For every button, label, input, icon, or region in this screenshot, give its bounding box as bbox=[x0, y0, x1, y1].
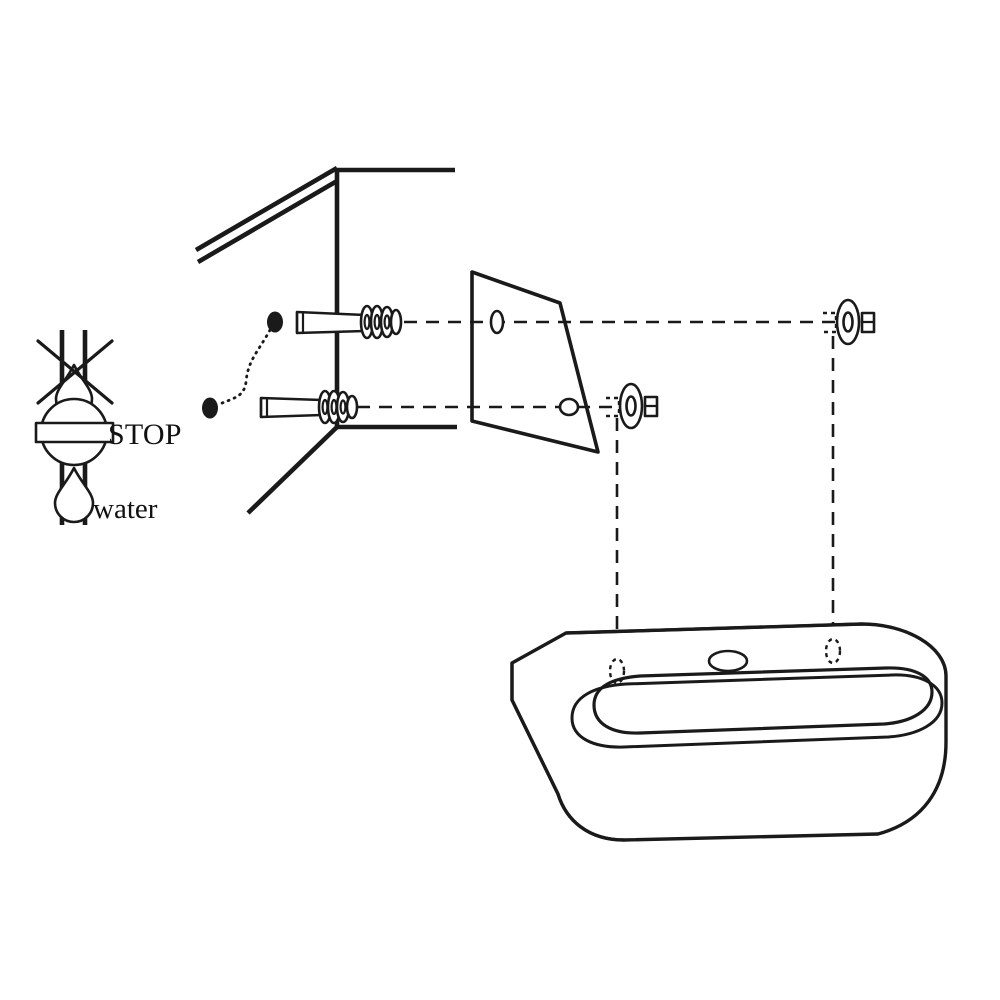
axis-guide-lines bbox=[357, 320, 836, 409]
wall-hung-basin bbox=[510, 622, 948, 842]
basin-mount-hole-right bbox=[824, 637, 842, 665]
anchor-dot-upper bbox=[267, 311, 283, 333]
washer-upper-bore bbox=[842, 311, 854, 333]
anchor-dot-lower bbox=[202, 397, 218, 419]
panel-hole-lower bbox=[558, 397, 580, 417]
water-label: water bbox=[93, 493, 158, 525]
panel-hole-upper bbox=[489, 309, 505, 335]
washer-lower-bore bbox=[625, 395, 637, 417]
washer-nut-lower bbox=[606, 382, 659, 430]
water-drop-icon bbox=[53, 466, 95, 524]
wall-corner bbox=[194, 166, 457, 515]
drop-guide-lines bbox=[615, 336, 835, 660]
stop-water-symbol bbox=[34, 330, 115, 525]
basin-mount-hole-left bbox=[608, 657, 626, 685]
tap-hole bbox=[707, 649, 749, 673]
washer-nut-upper bbox=[823, 298, 876, 346]
mounting-panel bbox=[470, 270, 600, 454]
anchor-point-markers bbox=[202, 311, 283, 419]
stop-label: STOP bbox=[108, 418, 182, 451]
upper-threaded-rod bbox=[295, 304, 403, 340]
lower-threaded-rod bbox=[259, 389, 359, 425]
valve-handle bbox=[34, 421, 115, 444]
